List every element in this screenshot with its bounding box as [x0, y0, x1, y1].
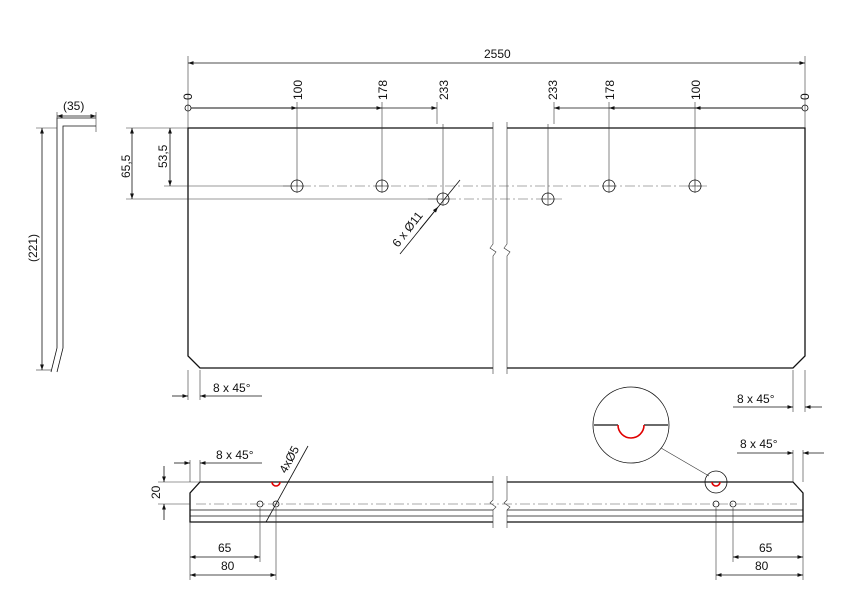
right-datum-label: 0 — [798, 93, 812, 100]
left-dim-65: 65 — [218, 541, 232, 555]
bottom-hole-callout: 4xØ5 — [276, 443, 302, 475]
left-datum-label: 0 — [181, 93, 195, 100]
right-dim-65: 65 — [759, 541, 773, 555]
plate-right-outline — [507, 127, 806, 369]
detail-magnifier — [592, 386, 728, 494]
small-hole — [712, 500, 720, 508]
side-width-label: (35) — [63, 99, 84, 113]
profile-left-outline — [189, 481, 493, 523]
left-position-100: 100 — [291, 80, 305, 100]
bottom-chamfer-right: 8 x 45° — [740, 437, 778, 451]
dim-65-5: 65,5 — [119, 154, 133, 178]
right-dim-80: 80 — [755, 559, 769, 573]
overall-length-label: 2550 — [484, 47, 511, 61]
groove-left — [271, 481, 281, 487]
small-hole — [272, 500, 280, 508]
bottom-break-right — [503, 476, 511, 528]
side-height-label: (221) — [26, 234, 40, 262]
left-dim-80: 80 — [221, 559, 235, 573]
detail-groove — [617, 424, 645, 439]
hole — [541, 192, 555, 206]
hole — [602, 179, 616, 193]
side-profile — [50, 117, 96, 373]
right-position-100: 100 — [689, 80, 703, 100]
profile-right-outline — [507, 481, 804, 523]
small-hole — [729, 500, 737, 508]
top-chamfer-right: 8 x 45° — [737, 392, 775, 406]
hole — [688, 179, 702, 193]
side-view: (35) (221) — [26, 99, 97, 373]
plate-left-outline — [187, 127, 493, 369]
bottom-chamfer-left: 8 x 45° — [216, 448, 254, 462]
groove-right — [711, 481, 721, 487]
right-position-178: 178 — [603, 80, 617, 100]
left-position-233: 233 — [437, 80, 451, 100]
small-hole — [256, 500, 264, 508]
hole — [375, 179, 389, 193]
top-chamfer-left: 8 x 45° — [213, 381, 251, 395]
bottom-height-dim: 20 — [149, 485, 163, 499]
break-line-left — [489, 122, 497, 374]
bottom-view: 4xØ5 8 x 45° 8 x 45° 20 65 80 65 80 — [149, 437, 824, 580]
right-position-233: 233 — [546, 80, 560, 100]
hole — [436, 192, 450, 206]
left-position-178: 178 — [376, 80, 390, 100]
hole — [290, 179, 304, 193]
dim-53-5: 53,5 — [156, 144, 170, 168]
top-view: 2550 0 0 100 178 233 233 178 100 — [119, 47, 822, 412]
break-line-right — [503, 122, 511, 374]
bottom-break-left — [489, 476, 497, 528]
